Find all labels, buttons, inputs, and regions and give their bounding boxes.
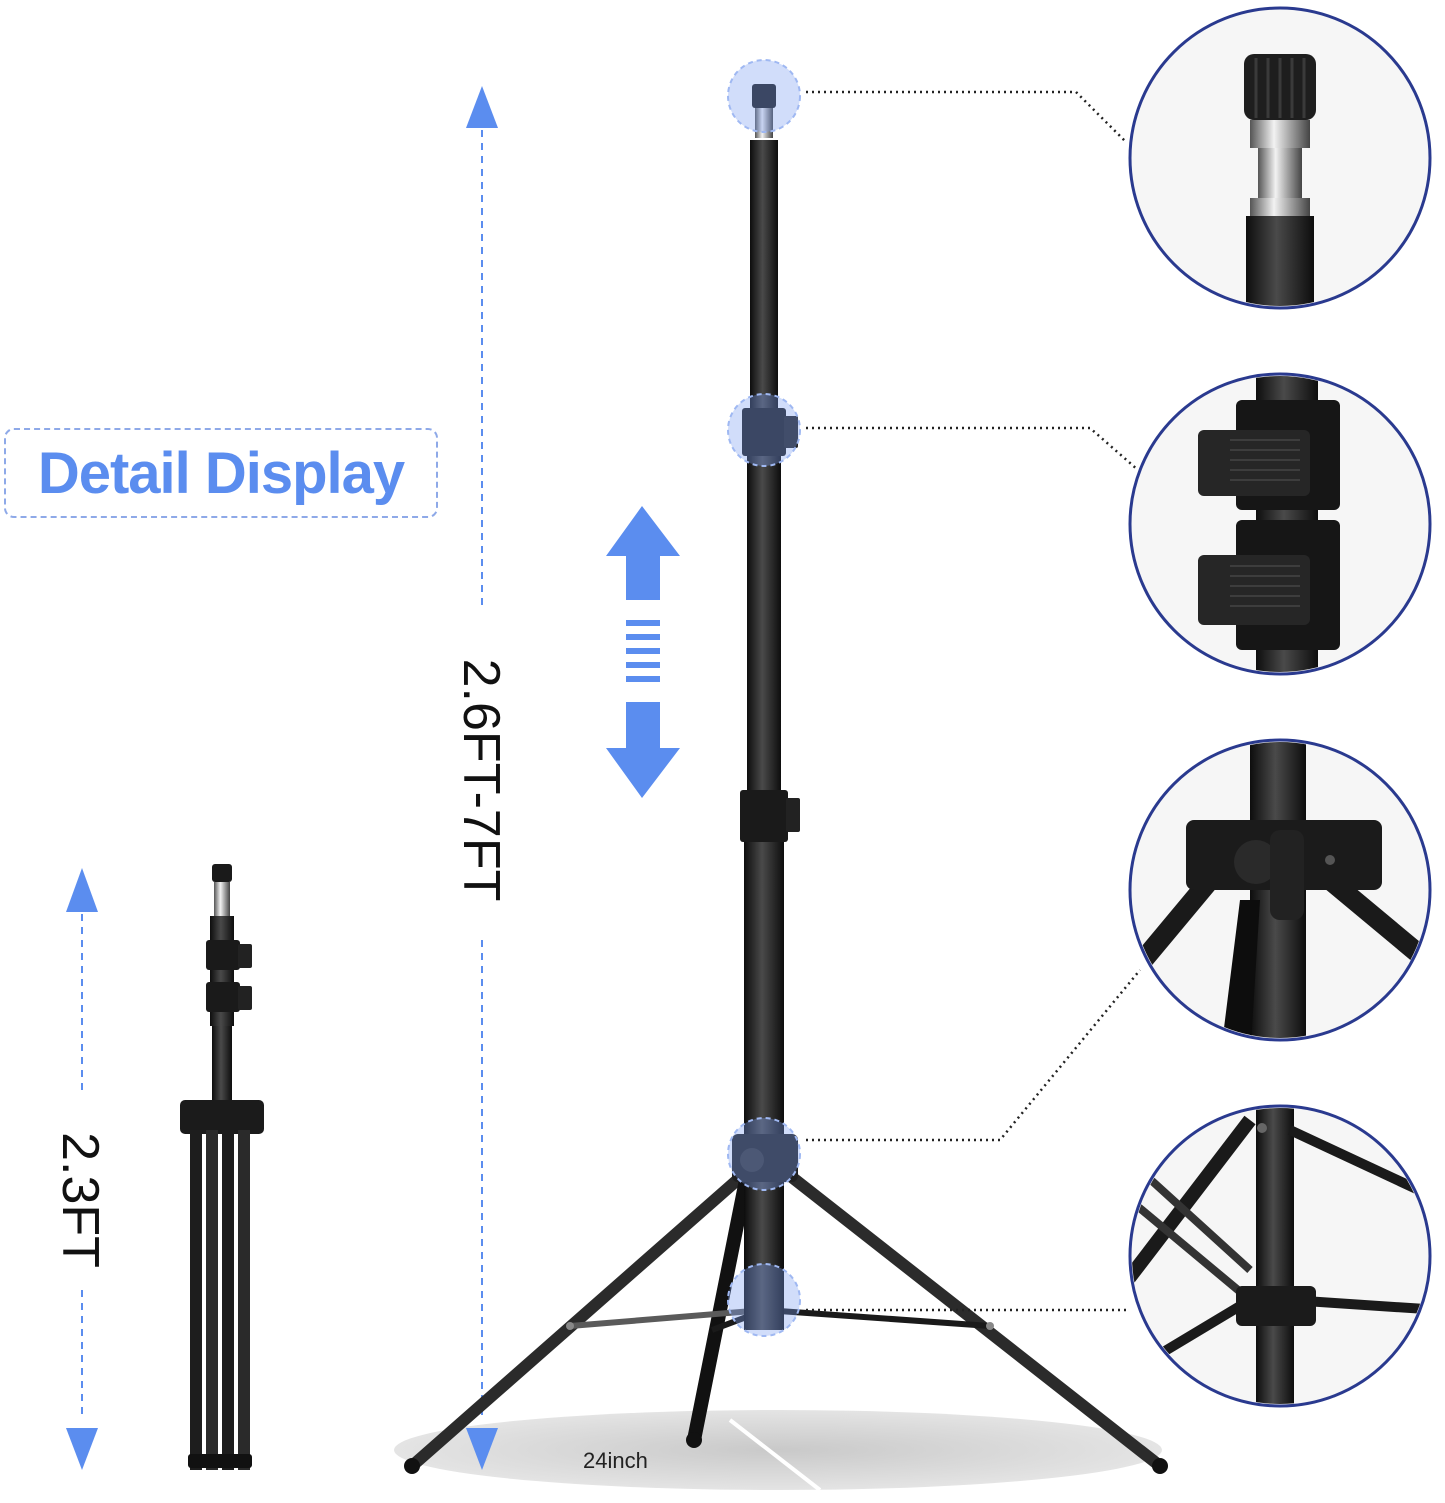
base-width-label: 24inch xyxy=(583,1448,648,1473)
floor-shadow xyxy=(394,1410,1162,1490)
tall-light-stand xyxy=(404,84,1168,1474)
folded-dimension-line xyxy=(66,868,98,1470)
folded-light-stand xyxy=(180,864,264,1470)
title-box: Detail Display xyxy=(4,428,438,518)
folded-height-label: 2.3FT xyxy=(51,1132,109,1268)
detail-circle-top-spigot xyxy=(1128,6,1432,310)
leader-lines xyxy=(806,90,1141,1312)
height-dimension-line xyxy=(466,86,498,1470)
adjust-arrow-icon xyxy=(606,506,680,798)
detail-circle-hub-knob xyxy=(1128,738,1432,1042)
detail-markers xyxy=(727,59,801,1337)
page-title: Detail Display xyxy=(37,440,405,506)
height-range-label: 2.6FT-7FT xyxy=(452,658,510,902)
detail-circle-clamps xyxy=(1128,372,1432,676)
detail-circle-brace-joint xyxy=(1128,1104,1432,1408)
